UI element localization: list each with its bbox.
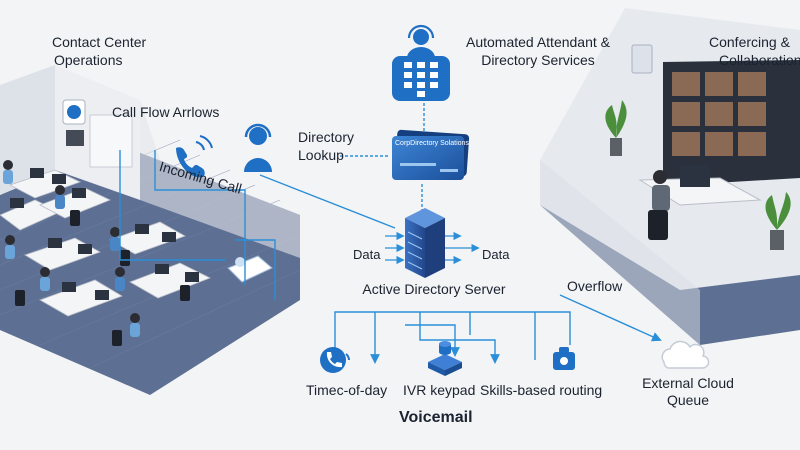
cloud-queue-subtitle: Queue (666, 392, 710, 408)
data-label-left: Data (353, 247, 381, 262)
phone-call-icon (320, 347, 350, 373)
data-label-right: Data (482, 247, 510, 262)
conferencing-title: Confercing & (709, 34, 790, 50)
conferencing-room (540, 8, 800, 345)
attendant-subtitle: Directory Services (481, 52, 595, 68)
directory-lookup-label-line2: Lookup (298, 147, 344, 163)
time-of-day-label: Timec-of-day (306, 382, 388, 398)
contact-center-title: Contact Center (52, 34, 147, 50)
voicemail-label: Voicemail (399, 409, 473, 426)
ringing-phone-icon (176, 135, 213, 178)
server-icon (405, 208, 445, 278)
directory-card-icon (392, 129, 470, 180)
directory-lookup-label: Directory (298, 129, 355, 145)
contact-center-room (0, 65, 301, 395)
connection-lines (119, 103, 662, 364)
attendant-title: Automated Attendant & (466, 34, 610, 50)
ivr-keypad-label: IVR keypad (403, 382, 476, 398)
cloud-icon (661, 340, 710, 369)
conferencing-subtitle: Collaboration (719, 52, 800, 68)
ivr-keypad-icon (428, 341, 462, 376)
cloud-queue-title: External Cloud (642, 375, 734, 391)
agent-headset-icon (244, 123, 272, 172)
call-flow-label: Call Flow Arrlows (112, 104, 220, 120)
skills-routing-icon (553, 347, 575, 370)
desk-phone-icon (227, 255, 273, 283)
contact-center-subtitle: Operations (54, 52, 123, 68)
skills-routing-label: Skills-based routing (480, 382, 603, 398)
ad-server-label: Active Directory Server (362, 281, 506, 297)
card-text: CorpDirectory Solations (395, 140, 469, 147)
keypad-phone-icon (392, 24, 450, 101)
overflow-label: Overflow (567, 278, 623, 294)
